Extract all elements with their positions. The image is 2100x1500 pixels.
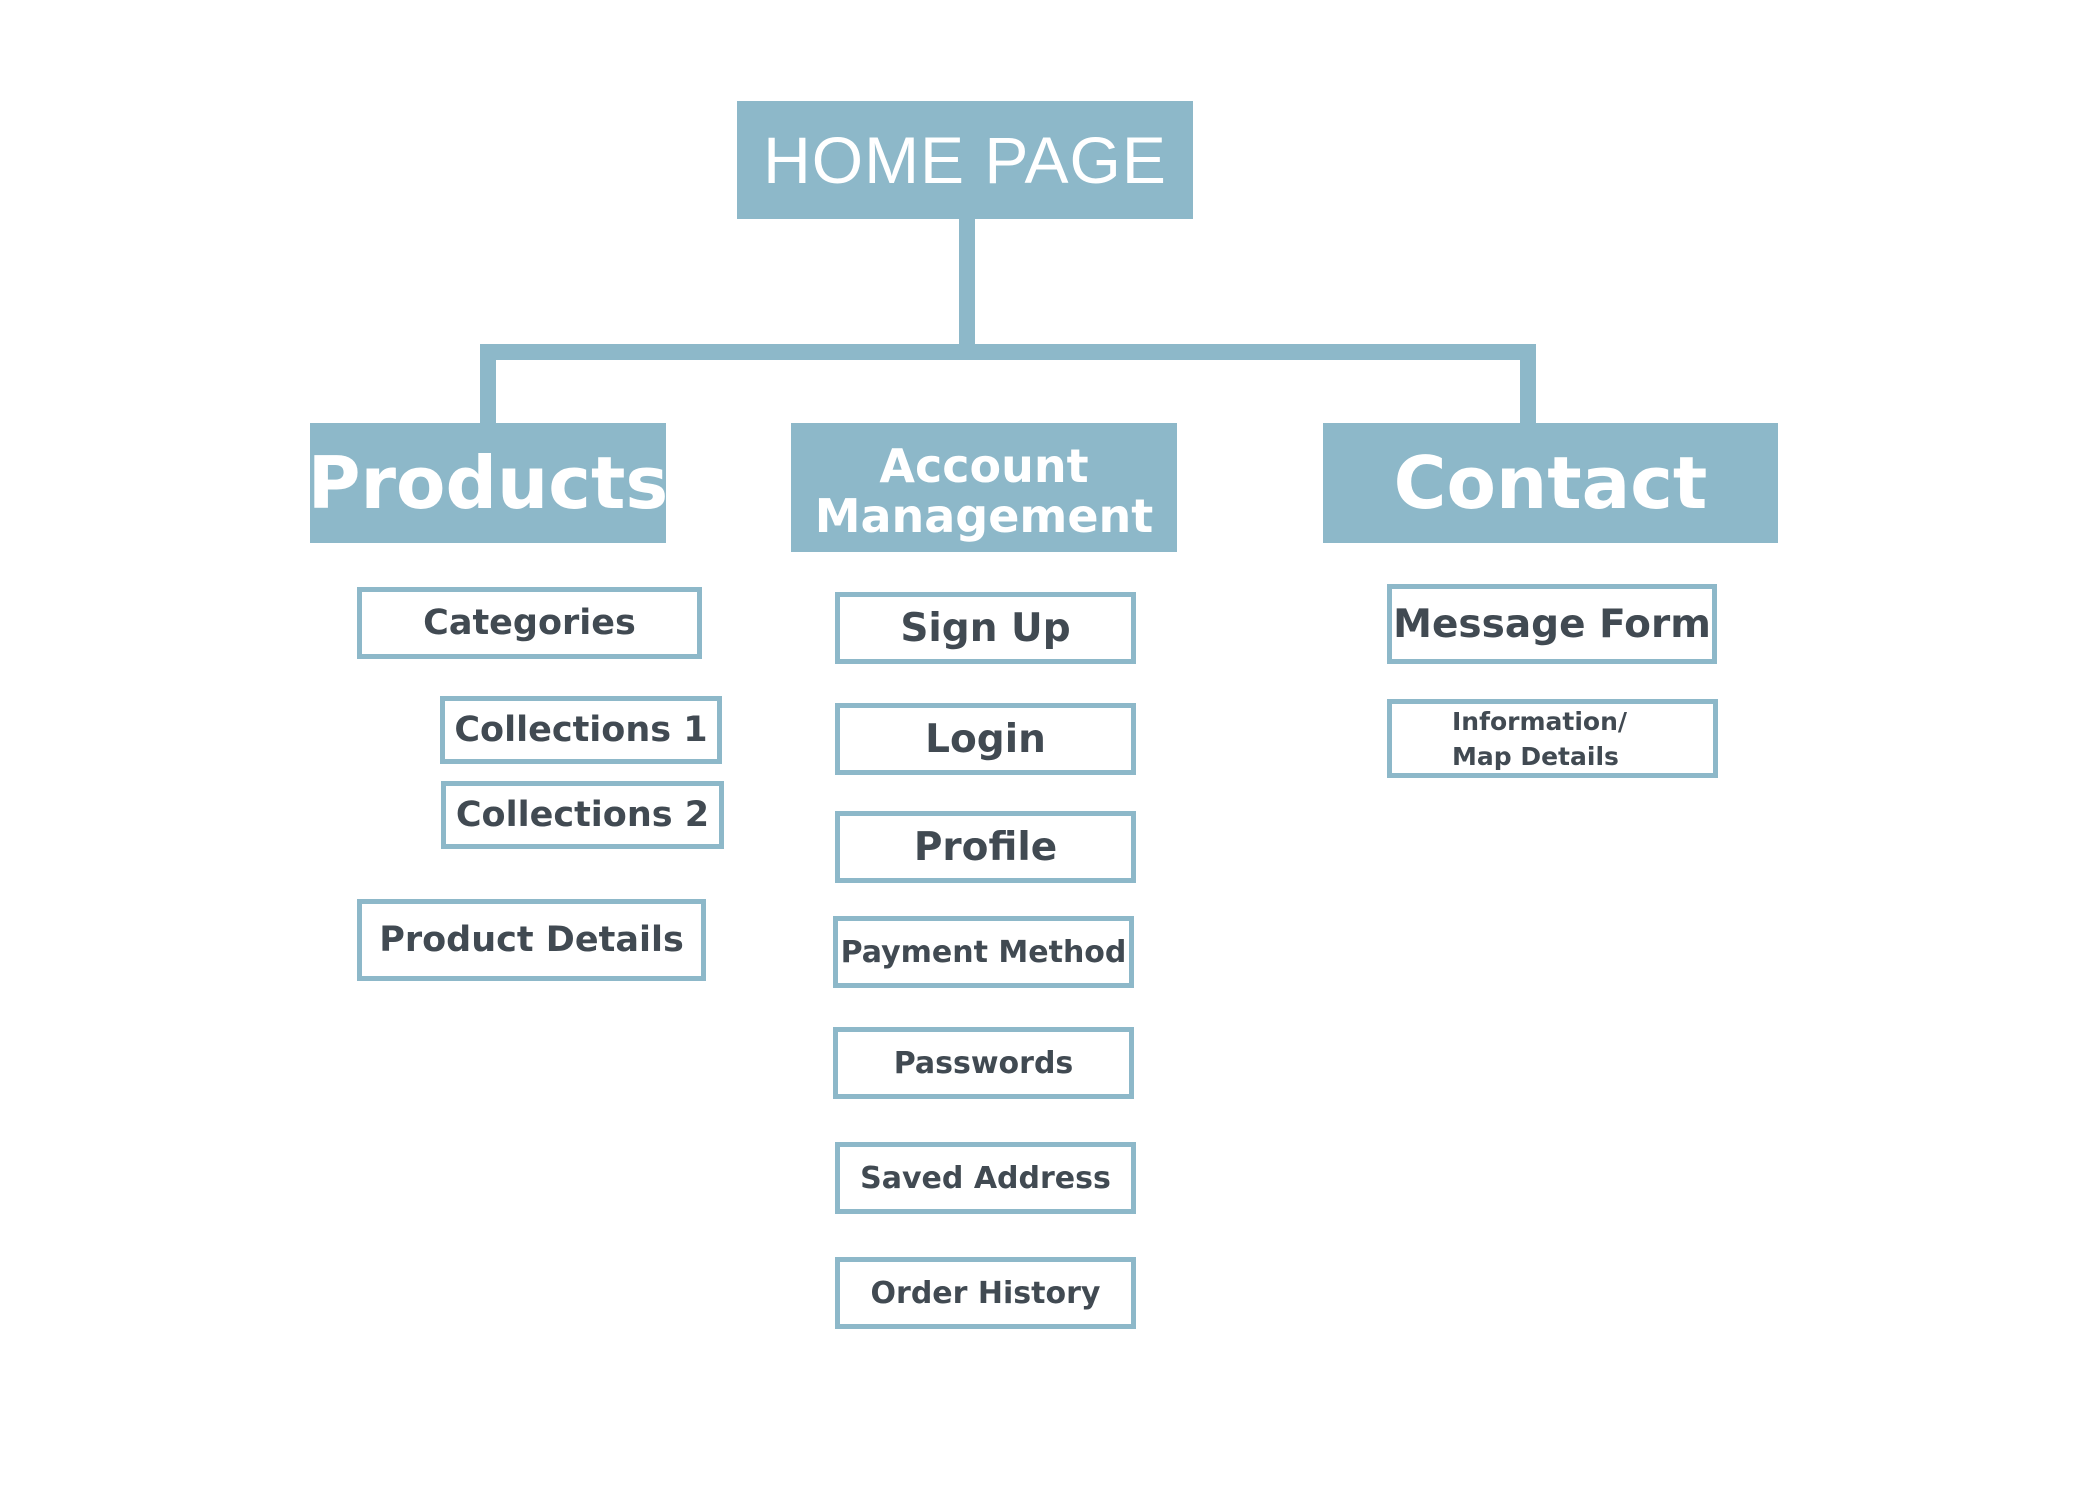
account-management-line-1: Account	[879, 438, 1089, 493]
login-label: Login	[925, 716, 1046, 762]
contact-label: Contact	[1393, 441, 1708, 525]
sign-up-box: Sign Up	[835, 592, 1136, 664]
categories-label: Categories	[423, 603, 636, 643]
sign-up-label: Sign Up	[900, 605, 1071, 651]
order-history-box: Order History	[835, 1257, 1136, 1329]
account-management-box: Account Management	[791, 423, 1177, 552]
information-map-details-box: Information/ Map Details	[1387, 699, 1718, 778]
horizontal-connector	[480, 344, 1536, 360]
categories-box: Categories	[357, 587, 702, 659]
product-details-label: Product Details	[379, 920, 684, 960]
account-management-label: Account Management	[815, 441, 1154, 541]
profile-box: Profile	[835, 811, 1136, 883]
message-form-label: Message Form	[1393, 601, 1711, 647]
order-history-label: Order History	[870, 1275, 1101, 1311]
root-stem-connector	[959, 218, 975, 350]
product-details-box: Product Details	[357, 899, 706, 981]
home-page-label: HOME PAGE	[763, 123, 1167, 197]
login-box: Login	[835, 703, 1136, 775]
products-box: Products	[307, 423, 669, 543]
passwords-label: Passwords	[893, 1045, 1074, 1081]
home-page-box: HOME PAGE	[737, 101, 1193, 219]
map-details-line: Map Details	[1452, 741, 1619, 771]
collections-1-box: Collections 1	[440, 696, 722, 764]
contact-box: Contact	[1323, 423, 1778, 543]
information-line: Information/	[1452, 706, 1628, 736]
saved-address-label: Saved Address	[860, 1160, 1111, 1196]
account-management-line-2: Management	[814, 488, 1154, 543]
information-map-details-label: Information/ Map Details	[1452, 704, 1627, 774]
profile-label: Profile	[913, 824, 1058, 870]
payment-method-box: Payment Method	[833, 916, 1134, 988]
saved-address-box: Saved Address	[835, 1142, 1136, 1214]
contact-stem-connector	[1520, 344, 1536, 424]
collections-2-label: Collections 2	[455, 795, 710, 835]
products-stem-connector	[480, 344, 496, 424]
passwords-box: Passwords	[833, 1027, 1134, 1099]
payment-method-label: Payment Method	[840, 934, 1127, 970]
collections-2-box: Collections 2	[441, 781, 724, 849]
message-form-box: Message Form	[1387, 584, 1717, 664]
collections-1-label: Collections 1	[454, 710, 708, 750]
products-label: Products	[307, 441, 669, 525]
